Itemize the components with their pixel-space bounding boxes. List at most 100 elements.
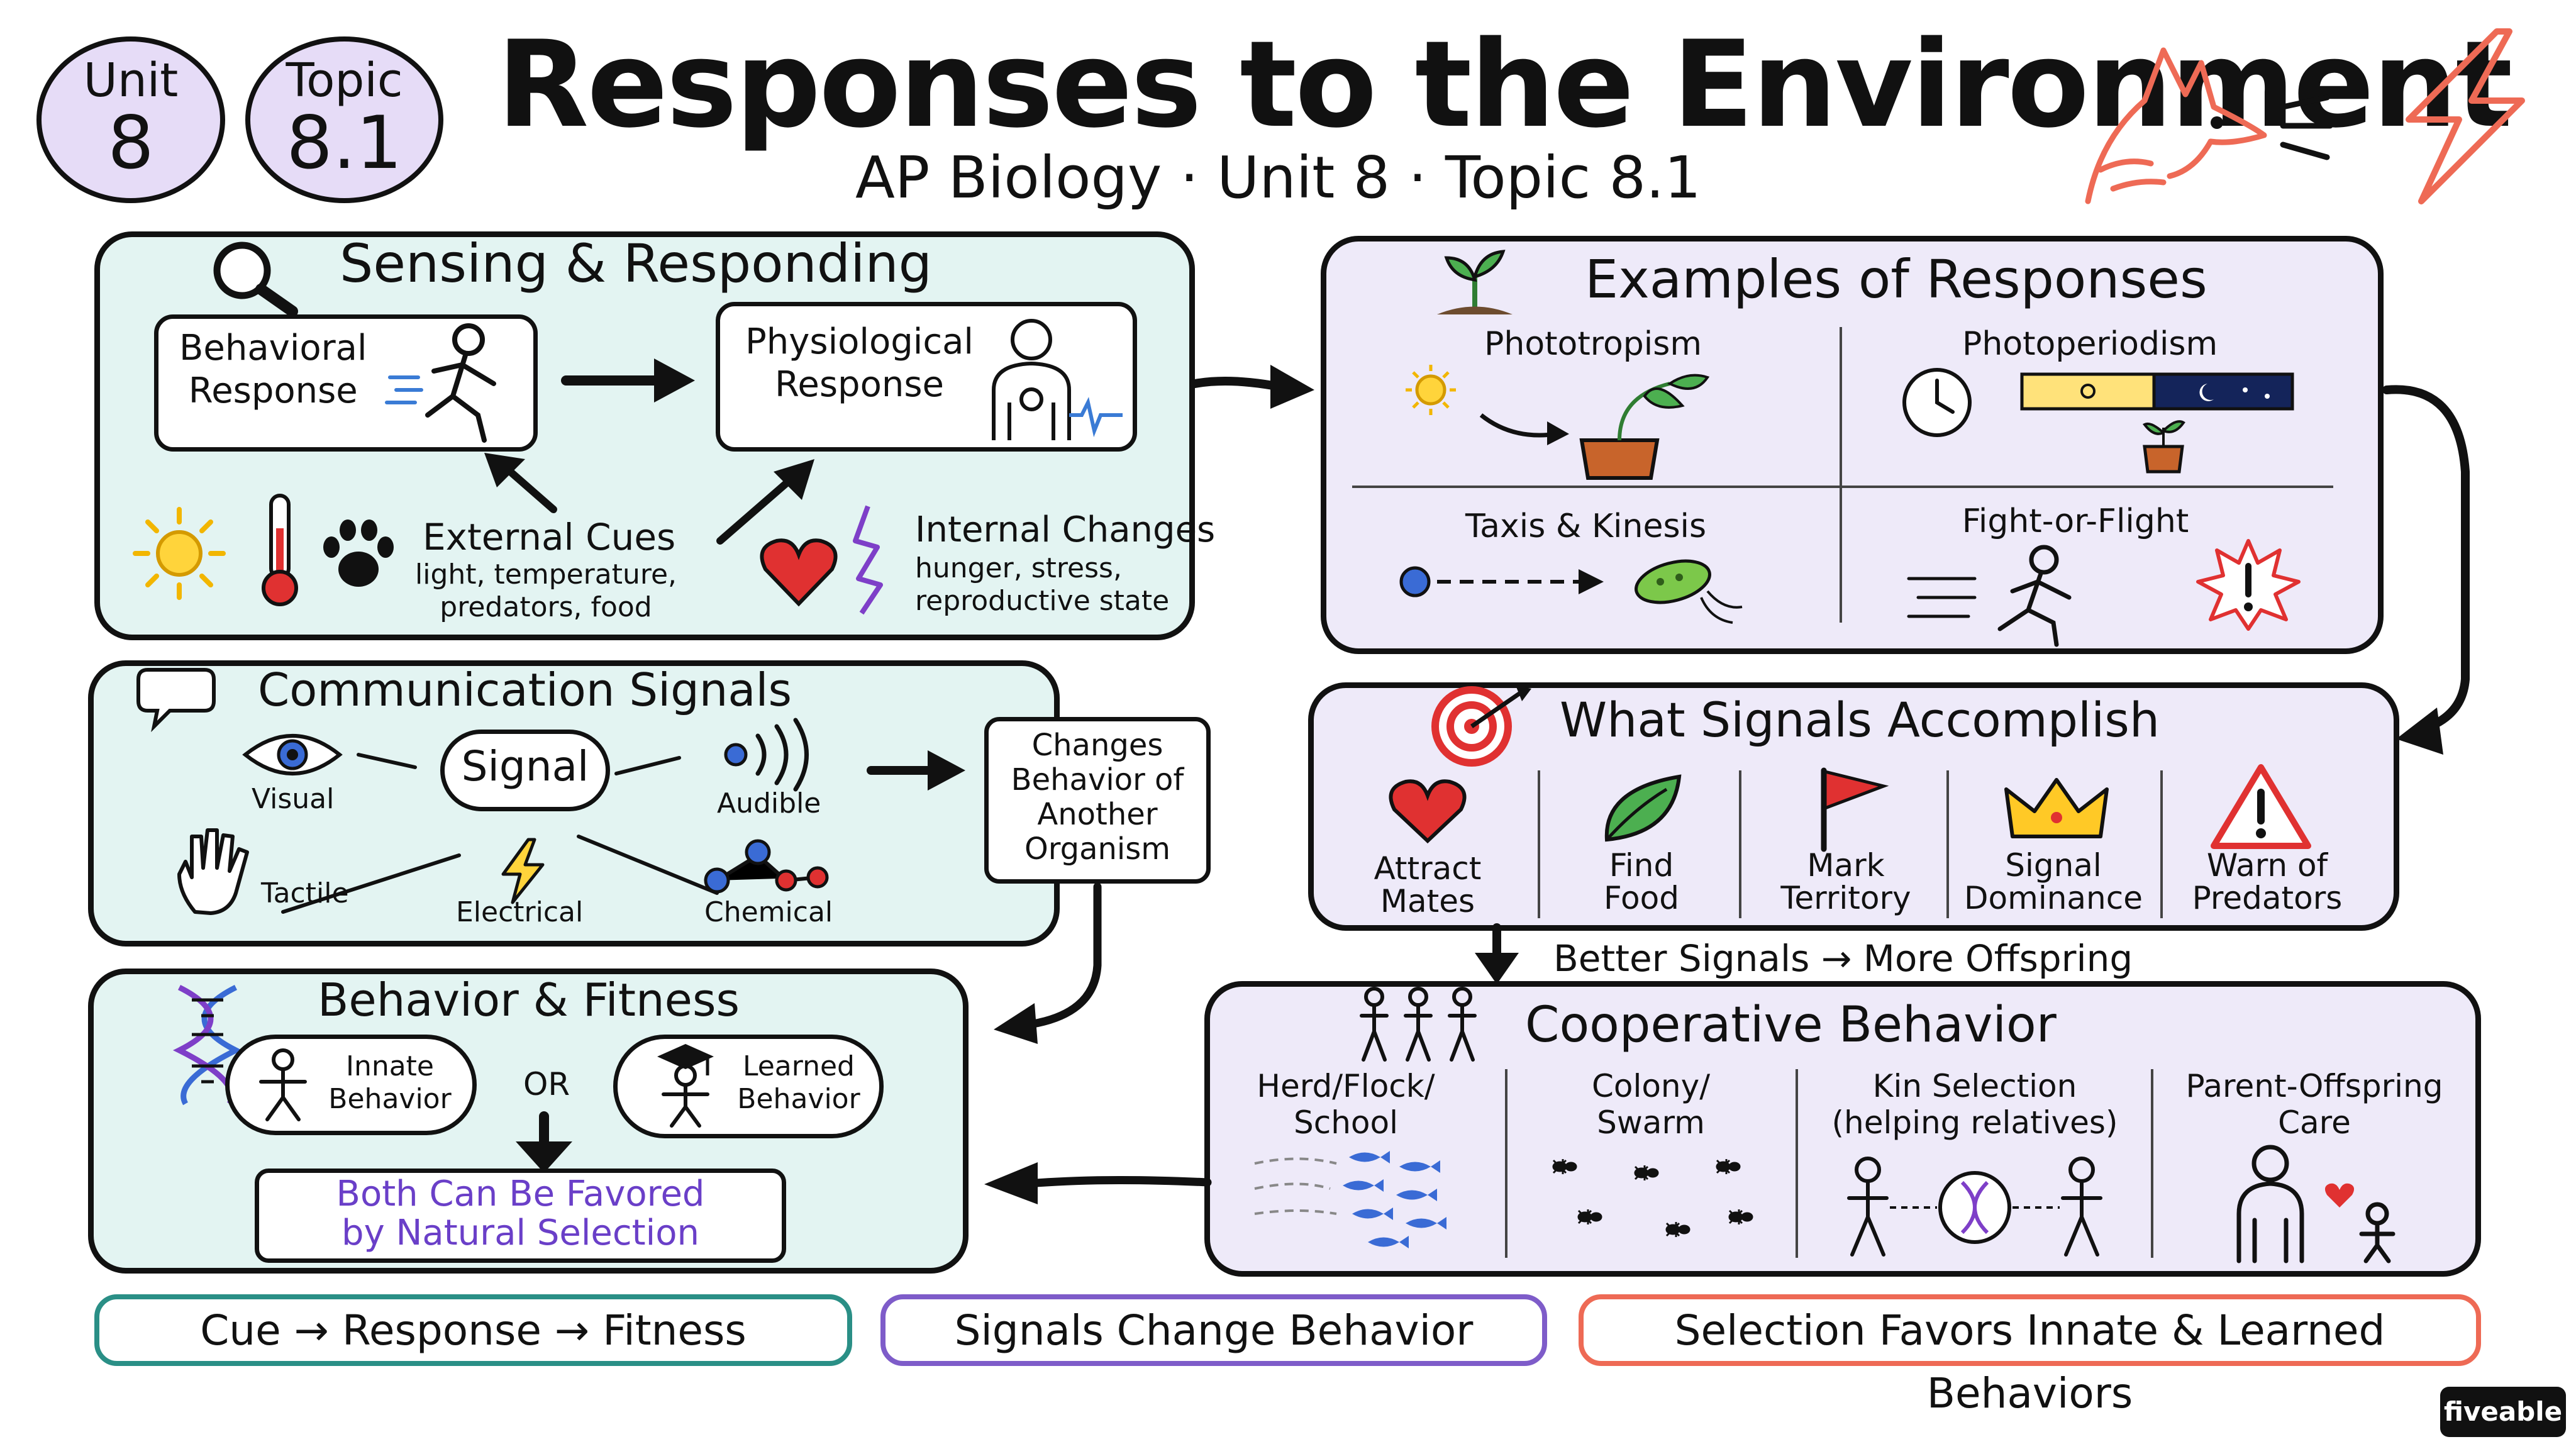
innate-behavior-pill <box>225 1035 477 1135</box>
topic-badge: Topic 8.1 <box>245 36 443 203</box>
changes-behavior-label: Changes Behavior of Another Organism <box>1011 728 1184 867</box>
accomplish-divider-4 <box>2160 770 2163 918</box>
arrow-sensing-to-examples <box>1191 365 1314 409</box>
signal-type-electrical: Electrical <box>456 896 584 928</box>
taxis-kinesis-label: Taxis & Kinesis <box>1465 508 1707 545</box>
sun-icon <box>133 507 226 600</box>
cooperative-title: Cooperative Behavior <box>1525 997 2057 1053</box>
clock-icon <box>1902 368 1972 437</box>
external-cues-desc: light, temperature, predators, food <box>415 558 677 623</box>
sprout-icon <box>1437 250 1513 314</box>
internal-changes-desc: hunger, stress, reproductive state <box>915 552 1170 617</box>
accomplish-item-signal-dominance: Signal Dominance <box>1964 847 2143 916</box>
favored-box <box>255 1169 786 1263</box>
running-person-icon <box>385 323 496 443</box>
attract-mates-heart-icon <box>1389 779 1467 844</box>
accomplish-divider-2 <box>1739 770 1741 918</box>
cooperative-item-herd: Herd/Flock/ School <box>1257 1068 1435 1141</box>
signal-type-visual: Visual <box>252 783 335 815</box>
signal-label: Signal <box>461 742 589 791</box>
magnifier-icon <box>213 242 298 317</box>
innate-behavior-label: Innate Behavior <box>328 1050 452 1115</box>
fitness-title: Behavior & Fitness <box>318 974 740 1026</box>
taxis-kinesis-illustration <box>1399 559 1743 624</box>
cooperative-item-parent-care: Parent-Offspring Care <box>2185 1068 2443 1141</box>
eye-icon <box>242 734 343 775</box>
signal-connector-lines <box>281 753 719 914</box>
stress-zigzag-icon <box>853 505 883 615</box>
crown-icon <box>2004 778 2109 838</box>
fiveable-logo: fiveable <box>2440 1387 2566 1437</box>
kin-selection-icon <box>1847 1157 2102 1257</box>
arrow-external-to-behavioral <box>484 453 557 513</box>
howling-wolf-icon <box>2085 47 2267 204</box>
leaf-icon <box>1604 774 1682 842</box>
footer-cue-response-fitness: Cue → Response → Fitness <box>94 1294 852 1366</box>
learned-behavior-pill <box>613 1035 884 1138</box>
signal-type-audible: Audible <box>717 787 821 819</box>
body-gear-icon <box>992 319 1123 440</box>
behavioral-response-label: Behavioral Response <box>179 328 367 411</box>
accomplish-item-mark-territory: Mark Territory <box>1780 847 1911 916</box>
sensing-title: Sensing & Responding <box>340 233 933 294</box>
topic-badge-label: Topic <box>286 53 403 108</box>
examples-divider-horizontal <box>1352 486 2333 488</box>
ant-swarm-icon <box>1552 1159 1753 1237</box>
signal-type-tactile: Tactile <box>261 877 349 909</box>
phototropism-label: Phototropism <box>1484 325 1702 363</box>
photoperiodism-label: Photoperiodism <box>1962 325 2218 363</box>
page-title: Responses to the Environment <box>497 15 2512 154</box>
signal-type-chemical: Chemical <box>704 896 833 928</box>
paw-icon <box>323 519 394 587</box>
or-label: OR <box>523 1066 570 1102</box>
group-people-icon <box>1360 987 1477 1062</box>
fight-or-flight-label: Fight-or-Flight <box>1962 502 2189 540</box>
favored-label: Both Can Be Favored by Natural Selection <box>336 1174 705 1253</box>
signal-bubble <box>440 730 610 811</box>
arrow-cooperative-to-fitness <box>984 1162 1212 1204</box>
cooperative-divider-2 <box>1796 1069 1798 1258</box>
stick-figure-icon <box>259 1048 307 1121</box>
accomplish-divider-1 <box>1538 770 1540 918</box>
unit-badge: Unit 8 <box>36 36 225 203</box>
alarm-burst-icon <box>2196 539 2301 631</box>
heart-icon <box>760 538 838 607</box>
page-subtitle: AP Biology · Unit 8 · Topic 8.1 <box>855 144 1701 211</box>
behavioral-response-box <box>154 314 538 452</box>
arrow-accomplish-to-cooperative <box>1475 923 1519 984</box>
accomplish-item-attract-mates: Attract Mates <box>1374 850 1482 919</box>
electric-bolt-icon <box>501 838 545 904</box>
fish-school-icon <box>1254 1151 1446 1248</box>
flag-icon <box>1821 767 1889 852</box>
graduate-figure-icon <box>657 1044 714 1128</box>
footer-selection-favors: Selection Favors Innate & Learned Behavi… <box>1579 1294 2481 1418</box>
internal-changes-title: Internal Changes <box>915 509 1216 550</box>
parent-offspring-icon <box>2236 1145 2396 1263</box>
accomplish-divider-3 <box>1946 770 1949 918</box>
day-night-bar <box>2020 372 2294 474</box>
external-cues-title: External Cues <box>423 516 676 558</box>
cooperative-divider-1 <box>1505 1069 1507 1258</box>
arrow-communication-to-result <box>867 750 965 791</box>
hand-icon <box>177 828 249 915</box>
cooperative-divider-3 <box>2151 1069 2153 1258</box>
arrow-internal-to-physiological <box>716 459 814 545</box>
physiological-response-label: Physiological Response <box>745 321 974 405</box>
lightning-icon <box>2406 28 2525 204</box>
accomplish-item-warn-predators: Warn of Predators <box>2192 847 2343 916</box>
examples-title: Examples of Responses <box>1585 248 2207 310</box>
examples-divider-vertical <box>1840 327 1842 623</box>
howl-lines-icon <box>2280 94 2333 160</box>
footer-signals-change-behavior: Signals Change Behavior <box>880 1294 1547 1366</box>
arrow-behaviors-to-favored <box>516 1111 572 1173</box>
physiological-response-box <box>716 302 1137 452</box>
accomplish-item-find-food: Find Food <box>1604 847 1679 916</box>
learned-behavior-label: Learned Behavior <box>737 1050 860 1115</box>
changes-behavior-box <box>984 717 1211 884</box>
cooperative-item-colony: Colony/ Swarm <box>1591 1068 1711 1141</box>
phototropism-illustration <box>1406 365 1710 480</box>
better-signals-label: Better Signals → More Offspring <box>1553 937 2133 980</box>
unit-badge-value: 8 <box>108 101 154 186</box>
arrow-result-to-fitness <box>994 882 1102 1044</box>
fiveable-logo-text: fiveable <box>2443 1396 2563 1427</box>
